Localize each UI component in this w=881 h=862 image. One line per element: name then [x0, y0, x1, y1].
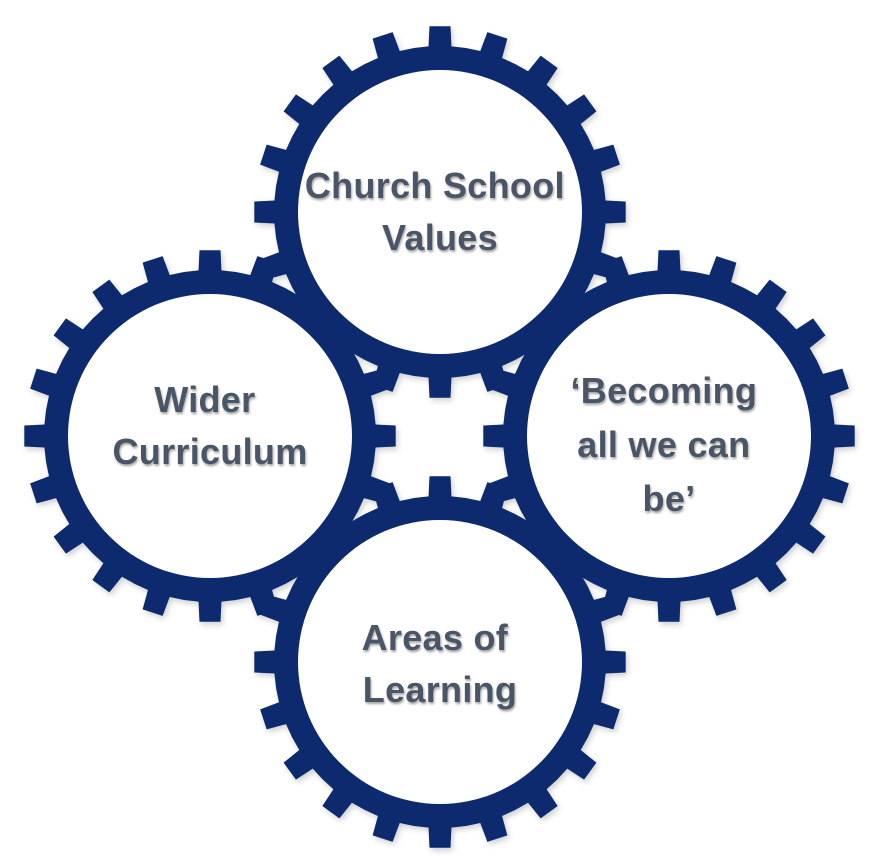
gear-centre-top	[298, 70, 582, 354]
gear-label-bottom: Areas of Learning	[362, 617, 519, 710]
gear-label-top-line-2: Values	[382, 217, 498, 258]
gear-centre-left	[68, 294, 352, 578]
gear-label-right: ‘Becoming all we can be’	[570, 370, 767, 519]
gear-label-right-line-2: all we can	[577, 424, 750, 465]
gear-label-right-line-3: be’	[643, 478, 696, 519]
gear-label-left: Wider Curriculum	[112, 379, 307, 472]
gear-label-bottom-line-1: Areas of	[362, 617, 509, 658]
gear-centre-bottom	[298, 520, 582, 804]
gear-label-bottom-line-2: Learning	[363, 669, 517, 710]
gear-label-left-line-1: Wider	[154, 379, 255, 420]
gear-label-left-line-2: Curriculum	[112, 431, 307, 472]
gear-label-right-line-1: ‘Becoming	[570, 370, 757, 411]
gear-centre-right	[527, 294, 811, 578]
gear-label-top: Church School Values	[305, 165, 575, 258]
gear-label-top-line-1: Church School	[305, 165, 565, 206]
gear-centres	[68, 70, 811, 804]
